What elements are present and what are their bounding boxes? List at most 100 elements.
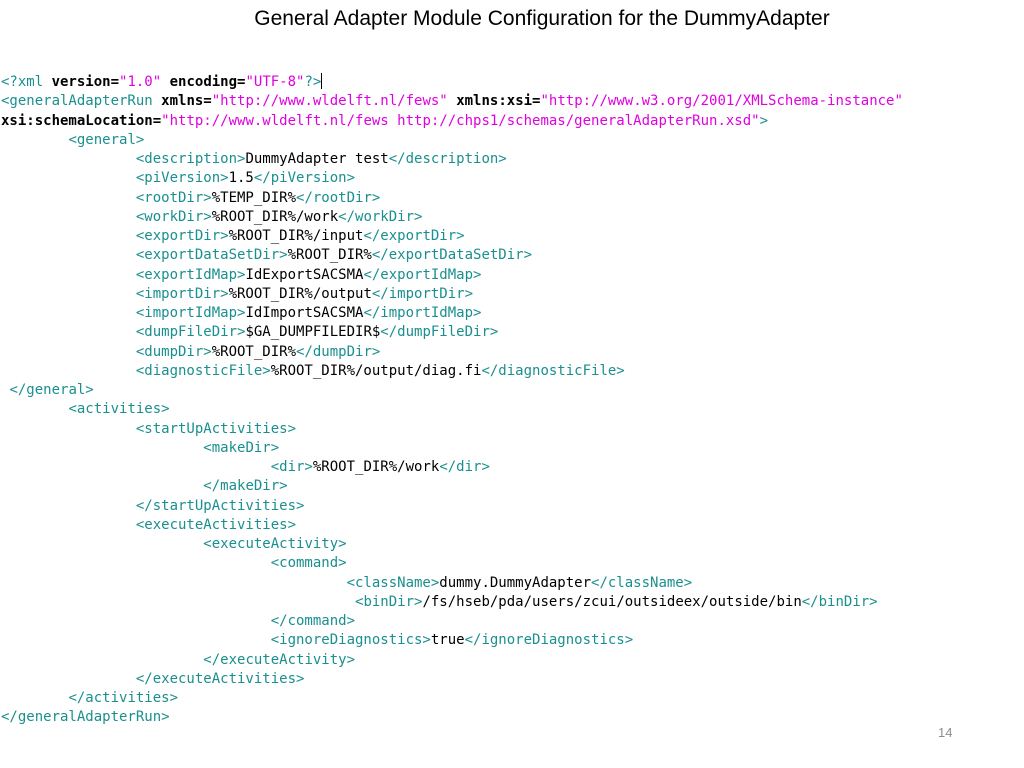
xml-tag: <startUpActivities> [135,420,297,437]
xml-tag: </binDir> [801,593,878,610]
xml-text [1,324,136,340]
xml-text [1,478,203,494]
xml-tag: </executeActivity> [203,651,356,668]
xml-tag: <diagnosticFile> [135,362,271,379]
xml-tag: ?> [304,74,322,90]
code-line: <exportDataSetDir>%ROOT_DIR%</exportData… [1,246,903,265]
xml-tag: <binDir> [355,593,423,610]
xml-text: %ROOT_DIR%/work [312,459,440,475]
xml-tag: </activities> [68,690,179,706]
xml-tag: </makeDir> [203,478,288,495]
xml-tag: <general> [68,131,145,148]
xml-text: %ROOT_DIR%/work [211,208,339,225]
xml-tag: <makeDir> [203,439,280,456]
xml-text [1,305,136,321]
xml-text [1,228,136,244]
xml-tag: <dir> [270,459,313,475]
code-line: <rootDir>%TEMP_DIR%</rootDir> [1,189,903,208]
code-line: <dumpDir>%ROOT_DIR%</dumpDir> [1,343,903,362]
xml-text [1,421,136,437]
code-line: <executeActivity> [1,535,903,554]
xml-text: /fs/hseb/pda/users/zcui/outsideex/outsid… [422,593,802,610]
code-line: <diagnosticFile>%ROOT_DIR%/output/diag.f… [1,362,903,381]
xml-text [161,74,169,90]
xml-text: IdImportSACSMA [245,305,364,321]
xml-tag: </generalAdapterRun> [1,709,170,726]
xml-tag: <description> [135,151,246,167]
xml-text [1,209,136,225]
xml-tag: <executeActivities> [135,516,297,533]
code-line: </executeActivities> [1,670,903,689]
xml-string: "1.0" [119,74,162,90]
xml-tag: <exportIdMap> [135,266,246,283]
code-line: <exportIdMap>IdExportSACSMA</exportIdMap… [1,266,903,285]
xml-tag: <generalAdapterRun [1,93,162,110]
xml-text [1,613,271,629]
xml-text [1,575,347,591]
xml-text: %ROOT_DIR%/input [228,228,364,244]
xml-text: %TEMP_DIR% [211,189,297,206]
xml-attribute: version= [51,74,120,90]
xml-tag: </className> [591,574,693,591]
xml-text [1,344,136,360]
xml-code-listing: <?xml version="1.0" encoding="UTF-8"?><g… [1,73,903,728]
xml-tag: <exportDataSetDir> [135,247,288,264]
code-line: <general> [1,131,903,150]
xml-text [1,459,271,475]
xml-text: 1.5 [228,170,254,187]
xml-attribute: xmlns:xsi= [456,93,541,110]
xml-attribute: xsi:schemaLocation= [1,112,162,129]
xml-tag: </general> [9,382,94,398]
xml-string: "http://www.wldelft.nl/fews" [211,93,448,110]
code-line: <binDir>/fs/hseb/pda/users/zcui/outsidee… [1,593,903,612]
xml-tag: </exportDataSetDir> [371,247,533,264]
code-line: <description>DummyAdapter test</descript… [1,150,903,169]
code-line: <startUpActivities> [1,420,903,439]
xml-tag: <piVersion> [135,170,229,187]
xml-text: %ROOT_DIR%/output/diag.fi [270,362,482,379]
text-cursor [321,73,323,89]
xml-tag: > [759,112,769,129]
xml-string: "UTF-8" [245,74,305,90]
page-number: 14 [938,725,953,740]
xml-text [1,498,136,514]
xml-tag: <executeActivity> [203,536,347,552]
xml-tag: <workDir> [135,208,212,225]
code-line: <dumpFileDir>$GA_DUMPFILEDIR$</dumpFileD… [1,323,903,342]
code-line: <piVersion>1.5</piVersion> [1,169,903,188]
code-line: <exportDir>%ROOT_DIR%/input</exportDir> [1,227,903,246]
code-line: <importDir>%ROOT_DIR%/output</importDir> [1,285,903,304]
xml-tag: </description> [388,151,507,167]
code-line: </executeActivity> [1,651,903,670]
xml-tag: <importIdMap> [135,305,246,321]
code-line: <command> [1,554,903,573]
code-line: <importIdMap>IdImportSACSMA</importIdMap… [1,304,903,323]
code-line: <?xml version="1.0" encoding="UTF-8"?> [1,73,903,92]
xml-tag: </workDir> [338,208,423,225]
code-line: </command> [1,612,903,631]
xml-attribute: encoding= [169,74,246,90]
code-line: </makeDir> [1,477,903,496]
xml-text [1,536,203,552]
code-line: <generalAdapterRun xmlns="http://www.wld… [1,92,903,111]
xml-tag: <dumpFileDir> [135,324,246,341]
code-line: </generalAdapterRun> [1,708,903,727]
xml-text: %ROOT_DIR% [211,343,297,360]
xml-tag: </startUpActivities> [135,497,305,514]
xml-tag: </dumpDir> [296,343,381,360]
xml-text [1,151,136,167]
xml-text [1,555,271,571]
xml-tag: <?xml [1,74,52,90]
xml-tag: </importDir> [371,285,474,302]
xml-tag: </rootDir> [296,189,381,206]
xml-tag: </exportIdMap> [363,266,482,283]
xml-tag: </dir> [439,459,490,475]
xml-tag: </importIdMap> [363,305,482,321]
xml-string: "http://www.w3.org/2001/XMLSchema-instan… [540,93,903,110]
xml-tag: </piVersion> [253,170,356,187]
xml-text [1,132,68,148]
code-line: </startUpActivities> [1,497,903,516]
xml-tag: <className> [346,574,440,591]
xml-text [1,170,136,186]
code-line: </general> [1,381,903,400]
